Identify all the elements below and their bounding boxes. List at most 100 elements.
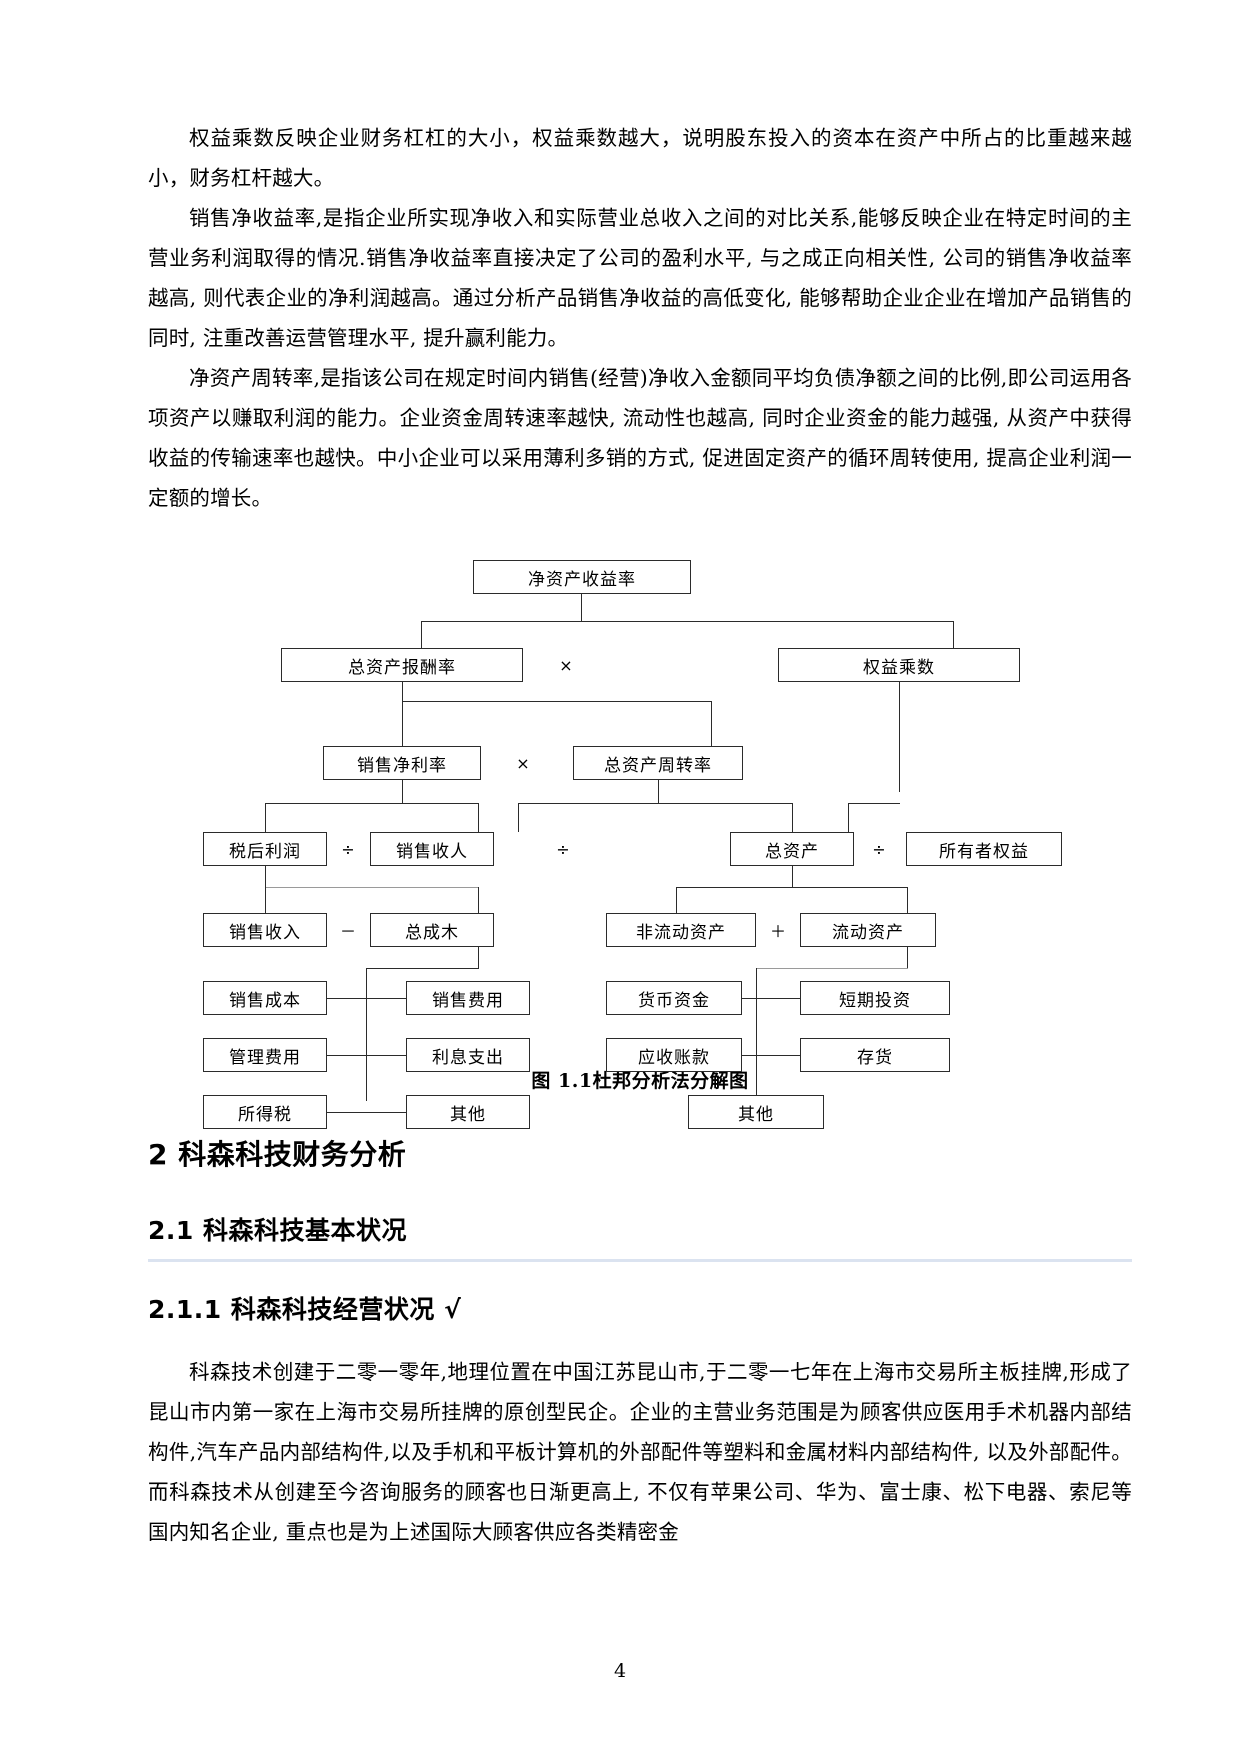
connector-salesrev2-up bbox=[265, 887, 267, 913]
node-label: 其他 bbox=[738, 1104, 774, 1125]
node-noncurrent-assets: 非流动资产 bbox=[606, 913, 756, 947]
node-label: 净资产收益率 bbox=[528, 569, 636, 590]
connector-owner-up bbox=[848, 803, 850, 832]
node-interest-expense: 利息支出 bbox=[406, 1038, 530, 1072]
connector-row6-left bbox=[327, 1055, 406, 1057]
node-equity-multiplier: 权益乘数 bbox=[778, 648, 1020, 682]
connector-equity-to-owner bbox=[848, 803, 900, 805]
node-other-left: 其他 bbox=[406, 1095, 530, 1129]
node-label: 总资产周转率 bbox=[604, 755, 712, 776]
connector-roa-down bbox=[402, 682, 404, 702]
node-label: 总资产报酬率 bbox=[348, 657, 456, 678]
paragraph-asset-turnover: 净资产周转率,是指该公司在规定时间内销售(经营)净收入金额同平均负债净额之间的比… bbox=[148, 366, 1132, 510]
node-other-right: 其他 bbox=[688, 1095, 824, 1129]
page-number: 4 bbox=[613, 1660, 627, 1682]
node-total-assets: 总资产 bbox=[730, 832, 854, 866]
figure-caption: 图 1.1杜邦分析法分解图 bbox=[531, 1070, 749, 1092]
connector-assets-children bbox=[676, 887, 908, 889]
connector-turnover-children bbox=[518, 803, 793, 805]
connector-totalcost-down bbox=[478, 947, 480, 969]
node-accounts-receivable: 应收账款 bbox=[606, 1038, 742, 1072]
node-net-profit-margin: 销售净利率 bbox=[323, 746, 481, 780]
connector-equity-up bbox=[953, 621, 955, 649]
connector-totalcost-up bbox=[478, 887, 480, 913]
node-label: 其他 bbox=[450, 1104, 486, 1125]
operator-symbol: ÷ bbox=[872, 839, 886, 859]
operator-symbol: － bbox=[339, 922, 356, 941]
node-total-asset-turnover: 总资产周转率 bbox=[573, 746, 743, 780]
connector-salesrev1-up bbox=[478, 803, 480, 832]
paragraph-equity-multiplier: 权益乘数反映企业财务杠杠的大小，权益乘数越大，说明股东投入的资本在资产中所占的比… bbox=[148, 126, 1132, 190]
connector-roe-down bbox=[581, 594, 583, 622]
node-current-assets: 流动资产 bbox=[800, 913, 936, 947]
connector-aftertax-up bbox=[265, 803, 267, 832]
connector-current-elbow bbox=[756, 968, 908, 970]
connector-roe-split bbox=[421, 621, 954, 623]
connector-current-down bbox=[907, 947, 909, 969]
connector-aftertax-down bbox=[265, 866, 267, 888]
node-label: 销售收人 bbox=[396, 841, 468, 862]
node-label: 货币资金 bbox=[638, 990, 710, 1011]
figure-dupont-analysis: 净资产收益率 总资产报酬率 × 权益乘数 bbox=[148, 560, 1132, 1129]
node-label: 总成木 bbox=[405, 922, 459, 943]
connector-current-up bbox=[907, 887, 909, 913]
operator-divide-2: ÷ bbox=[548, 832, 578, 866]
section-divider bbox=[148, 1259, 1132, 1262]
connector-row5-left bbox=[327, 998, 406, 1000]
node-label: 利息支出 bbox=[432, 1047, 504, 1068]
node-label: 管理费用 bbox=[229, 1047, 301, 1068]
node-label: 税后利润 bbox=[229, 841, 301, 862]
heading-subsection-2-1-1: 2.1.1 科森科技经营状况 √ bbox=[148, 1295, 462, 1324]
node-label: 所有者权益 bbox=[939, 841, 1029, 862]
node-net-asset-return-rate: 净资产收益率 bbox=[473, 560, 691, 594]
node-owner-equity: 所有者权益 bbox=[906, 832, 1062, 866]
node-label: 总资产 bbox=[765, 841, 819, 862]
operator-divide-1: ÷ bbox=[333, 832, 363, 866]
node-label: 销售费用 bbox=[432, 990, 504, 1011]
node-inventory: 存货 bbox=[800, 1038, 950, 1072]
operator-multiply-1: × bbox=[546, 648, 586, 682]
connector-current-spine bbox=[756, 968, 758, 1101]
connector-noncurrent-up bbox=[676, 887, 678, 913]
connector-cost-elbow bbox=[366, 968, 479, 970]
connector-row6-right bbox=[742, 1055, 800, 1057]
paragraph-company-overview: 科森技术创建于二零一零年,地理位置在中国江苏昆山市,于二零一七年在上海市交易所主… bbox=[148, 1360, 1132, 1544]
connector-roa-children bbox=[402, 701, 712, 703]
operator-divide-3: ÷ bbox=[864, 832, 894, 866]
operator-minus-1: － bbox=[333, 913, 363, 947]
node-label: 存货 bbox=[857, 1047, 893, 1068]
dupont-diagram: 净资产收益率 总资产报酬率 × 权益乘数 bbox=[148, 560, 1132, 1129]
node-monetary-funds: 货币资金 bbox=[606, 981, 742, 1015]
node-short-term-investment: 短期投资 bbox=[800, 981, 950, 1015]
node-label: 销售净利率 bbox=[357, 755, 447, 776]
operator-symbol: × bbox=[516, 753, 530, 773]
node-cost-of-sales: 销售成本 bbox=[203, 981, 327, 1015]
operator-plus-1: ＋ bbox=[763, 913, 793, 947]
operator-symbol: ÷ bbox=[341, 839, 355, 859]
node-selling-expense: 销售费用 bbox=[406, 981, 530, 1015]
connector-margin-up bbox=[402, 701, 404, 746]
connector-salesrev1-right-up bbox=[518, 803, 520, 832]
paragraph-net-profit-margin: 销售净收益率,是指企业所实现净收入和实际营业总收入之间的对比关系,能够反映企业在… bbox=[148, 206, 1132, 350]
connector-right-spine-lower bbox=[756, 1072, 758, 1095]
connector-turnover-up bbox=[711, 701, 713, 746]
node-sales-revenue-numerator: 销售收人 bbox=[370, 832, 494, 866]
node-label: 短期投资 bbox=[839, 990, 911, 1011]
connector-turnover-down bbox=[658, 780, 660, 804]
node-label: 权益乘数 bbox=[863, 657, 935, 678]
node-income-tax: 所得税 bbox=[203, 1095, 327, 1129]
connector-roa-up bbox=[421, 621, 423, 649]
node-total-asset-return-rate: 总资产报酬率 bbox=[281, 648, 523, 682]
connector-margin-down bbox=[402, 780, 404, 804]
operator-multiply-2: × bbox=[503, 746, 543, 780]
node-admin-expense: 管理费用 bbox=[203, 1038, 327, 1072]
connector-row5-right bbox=[742, 998, 800, 1000]
connector-margin-children bbox=[265, 803, 479, 805]
node-label: 销售成本 bbox=[229, 990, 301, 1011]
node-label: 流动资产 bbox=[832, 922, 904, 943]
connector-assets-up bbox=[792, 803, 794, 832]
heading-chapter-2: 2 科森科技财务分析 bbox=[148, 1138, 407, 1171]
node-sales-revenue: 销售收入 bbox=[203, 913, 327, 947]
heading-section-2-1: 2.1 科森科技基本状况 bbox=[148, 1216, 407, 1245]
